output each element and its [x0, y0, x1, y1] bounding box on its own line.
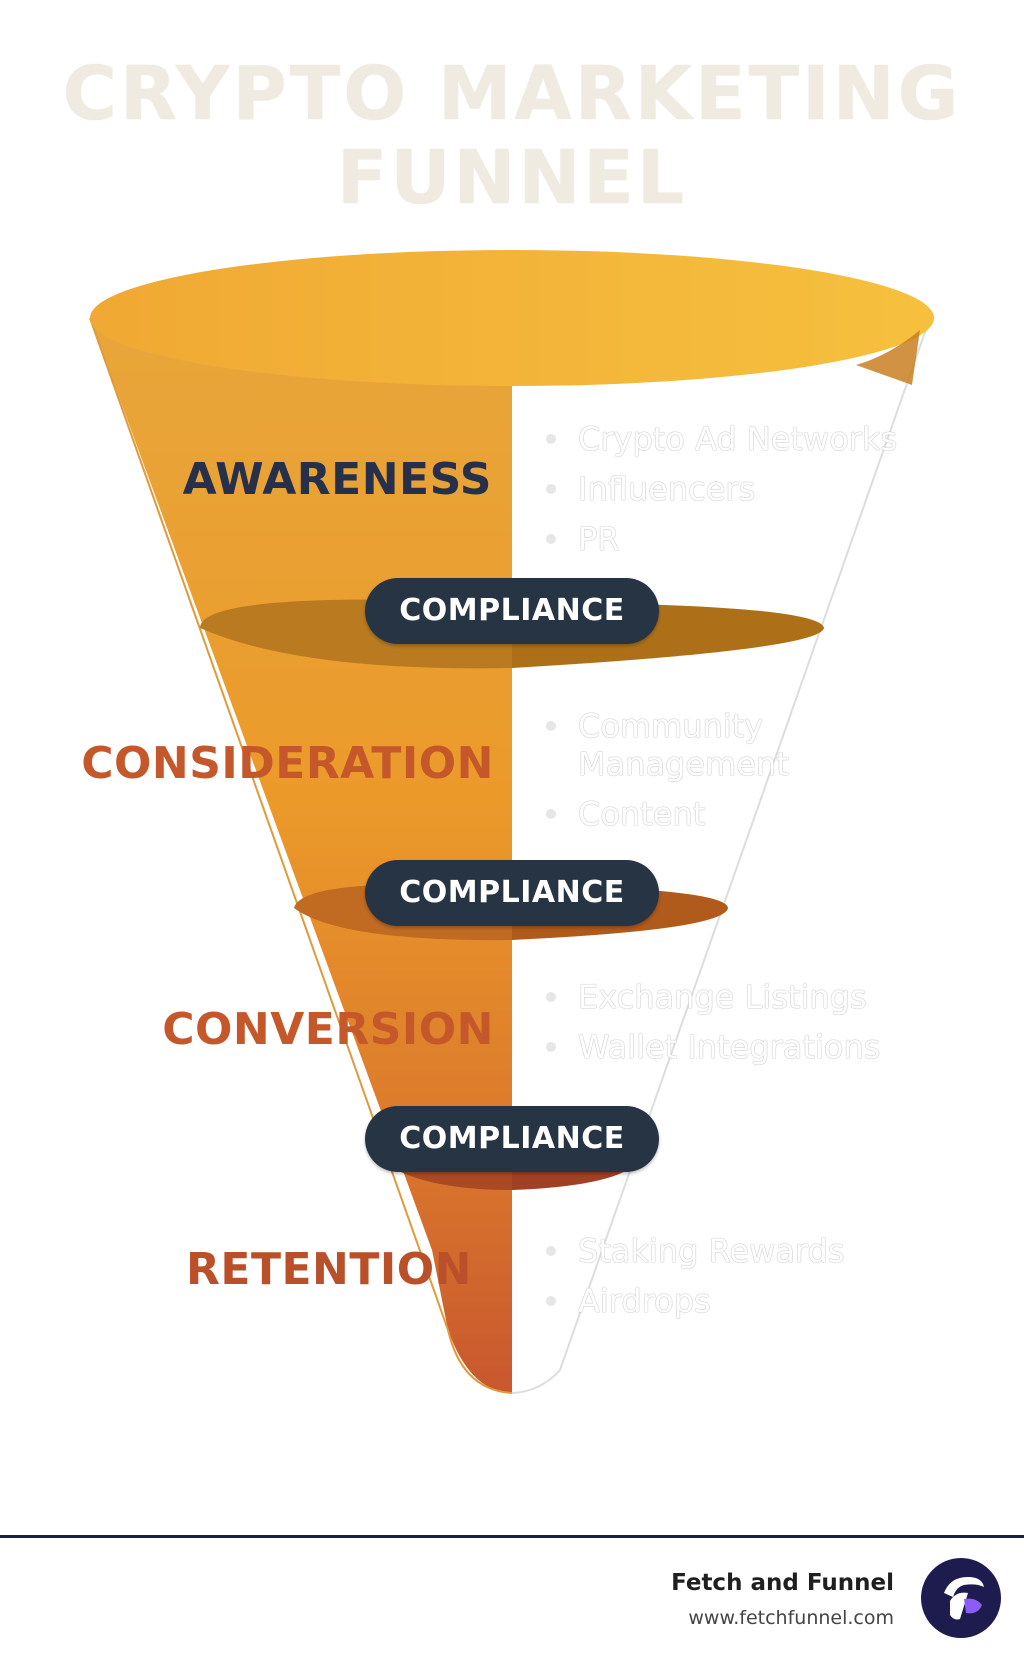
title-line-1: CRYPTO MARKETING: [62, 51, 962, 137]
footer-divider: [0, 1535, 1024, 1538]
fetch-funnel-logo-icon: [921, 1558, 1001, 1638]
title-line-2: FUNNEL: [336, 135, 688, 221]
list-item: Influencers: [546, 470, 897, 508]
list-item: Exchange Listings: [546, 978, 880, 1016]
list-item: Content: [546, 795, 789, 833]
funnel-right-outline: [511, 317, 931, 1394]
stage-label-awareness: AWARENESS: [182, 454, 492, 505]
brand-name: Fetch and Funnel: [671, 1570, 894, 1596]
compliance-badge-1: COMPLIANCE: [365, 578, 659, 644]
list-item: Wallet Integrations: [546, 1028, 880, 1066]
list-item: Crypto Ad Networks: [546, 420, 897, 458]
list-item: PR: [546, 520, 897, 558]
compliance-badge-3: COMPLIANCE: [365, 1106, 659, 1172]
list-item-continued: Management: [578, 745, 789, 783]
funnel-top-shadow: [856, 330, 920, 385]
funnel-top-ellipse: [90, 250, 934, 386]
list-item: Community: [546, 707, 789, 745]
stage-label-retention: RETENTION: [186, 1244, 472, 1295]
stage-label-conversion: CONVERSION: [162, 1004, 494, 1055]
awareness-items: Crypto Ad Networks Influencers PR: [546, 420, 897, 570]
stage-label-consideration: CONSIDERATION: [81, 738, 494, 789]
list-item: Airdrops: [546, 1282, 845, 1320]
page-title: CRYPTO MARKETING FUNNEL: [0, 52, 1024, 220]
list-item: Staking Rewards: [546, 1232, 845, 1270]
retention-items: Staking Rewards Airdrops: [546, 1232, 845, 1332]
brand-url[interactable]: www.fetchfunnel.com: [688, 1607, 894, 1629]
compliance-badge-2: COMPLIANCE: [365, 860, 659, 926]
funnel-body-left-edge: [89, 317, 513, 1394]
conversion-items: Exchange Listings Wallet Integrations: [546, 978, 880, 1078]
consideration-items: Community Management Content: [546, 707, 789, 845]
